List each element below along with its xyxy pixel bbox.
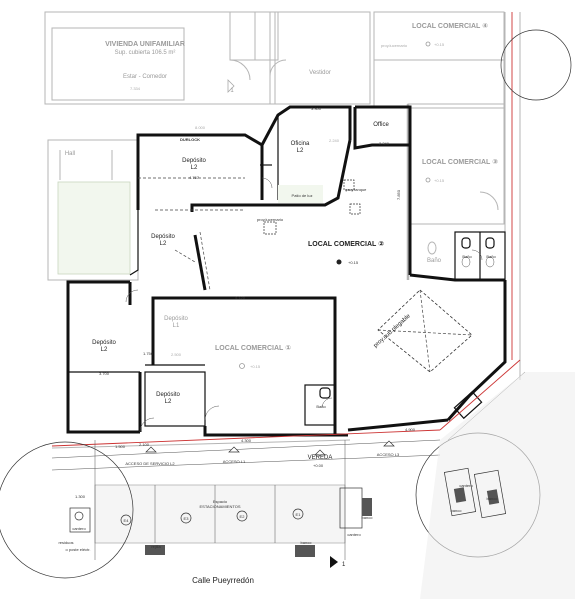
label-banco-c: banco	[487, 496, 499, 501]
room-bano-bottom: Baño	[316, 404, 326, 409]
room-deposito-left-sub: L2	[101, 347, 108, 353]
neighbor-local-3: LOCAL COMERCIAL ③	[422, 159, 498, 166]
label-e3: E3	[184, 516, 190, 521]
label-e4: E4	[124, 518, 130, 523]
label-acceso-servicio: ACCESO DE SERVICIO L2	[125, 461, 175, 466]
neighbor-vivienda-area: Sup. cubierta 106.5 m²	[115, 50, 176, 56]
room-deposito-mid: Depósito	[151, 234, 175, 240]
room-deposito-small-sub: L2	[165, 399, 172, 405]
room-deposito-top: Depósito	[182, 158, 206, 164]
dim-bottom-1: 4.900	[405, 427, 416, 432]
neighbor-buildings	[44, 11, 521, 380]
dim-mid-4: 2.100	[139, 442, 150, 447]
room-bano-b: Baño	[486, 254, 496, 259]
section-mark-top: 1	[230, 88, 234, 94]
level-vereda: +0.00	[313, 463, 324, 468]
room-deposito-l1: Depósito	[164, 316, 188, 322]
room-oficina: Oficina	[291, 141, 310, 147]
section-mark-bottom: 1	[342, 562, 346, 568]
label-poste: o poste eléctr.	[66, 547, 91, 552]
room-patio: Patio de luz	[292, 193, 313, 198]
label-e1: E1	[296, 512, 302, 517]
label-residuos: residuos	[58, 540, 73, 545]
label-espacio: Espacio	[213, 499, 228, 504]
neighbor-hall: Hall	[65, 151, 75, 157]
neighbor-vivienda-title: VIVIENDA UNIFAMILIAR	[105, 41, 185, 48]
level-l3: +0.15	[434, 178, 445, 183]
plan-details	[125, 41, 495, 433]
room-bano-a: Baño	[462, 254, 472, 259]
room-deposito-small: Depósito	[156, 392, 180, 398]
label-proy-lucernario: proy.lucernario	[257, 217, 284, 222]
label-durlock: DURLOCK	[180, 137, 200, 142]
room-deposito-mid-sub: L2	[160, 241, 167, 247]
room-local-2: LOCAL COMERCIAL ②	[308, 241, 384, 248]
dim-top-3: 2.240	[329, 138, 340, 143]
dim-mid-2: 2.500	[171, 352, 182, 357]
street-name: Calle Pueyrredón	[192, 576, 254, 585]
dim-top-2: 3.300	[311, 106, 322, 111]
room-deposito-top-sub: L2	[191, 165, 198, 171]
building-walls	[66, 105, 507, 437]
room-bano-right: Baño	[427, 258, 442, 264]
dim-right-1: 7.850	[396, 189, 401, 200]
dim-office: 2.340	[379, 141, 390, 146]
dim-left-2: 4.767	[189, 175, 200, 180]
label-banco-b: banco	[451, 508, 463, 513]
dim-left-3: 1.750	[143, 351, 154, 356]
neighbor-local-4: LOCAL COMERCIAL ④	[412, 23, 488, 30]
label-estacionamientos: ESTACIONAMIENTOS	[200, 504, 241, 509]
labels: VIVIENDA UNIFAMILIAR Sup. cubierta 106.5…	[58, 23, 498, 585]
neighbor-vestidor: Vestidor	[309, 70, 331, 76]
room-deposito-left: Depósito	[92, 340, 116, 346]
neighbor-estar-comedor: Estar - Comedor	[123, 74, 167, 80]
label-proy-tanque: proy.tanque	[346, 187, 368, 192]
label-cantero-left: cantero	[72, 526, 86, 531]
room-deposito-l1-sub: L1	[173, 323, 180, 329]
dim-top-1: 7.334	[130, 86, 141, 91]
label-acceso-l1: ACCESO L1	[223, 459, 246, 464]
level-l4: +0.15	[434, 42, 445, 47]
level-l1: +0.15	[250, 364, 261, 369]
label-e2: E2	[240, 514, 246, 519]
dim-left-1: 8.000	[195, 125, 206, 130]
dim-mid-3: 4.300	[241, 438, 252, 443]
room-oficina-sub: L2	[297, 148, 304, 154]
label-vereda: VEREDA	[308, 455, 333, 461]
label-cantero-bank: cantero	[459, 483, 473, 488]
label-acceso-l3: ACCESO L3	[377, 452, 400, 457]
sidewalk-street	[0, 29, 575, 599]
dim-bottom-2: 1.500	[115, 444, 126, 449]
neighbor-proy-lucernario: proy.lucernario	[381, 43, 408, 48]
level-l2: +0.15	[348, 260, 359, 265]
dim-bottom-3: 1.300	[75, 494, 86, 499]
room-local-1: LOCAL COMERCIAL ①	[215, 345, 291, 352]
dim-left-4: 3.700	[99, 371, 110, 376]
room-office: Office	[373, 122, 389, 128]
label-cantero-right: cantero	[347, 532, 361, 537]
label-rejilla: rejilla	[151, 544, 161, 549]
dim-mid-1: 4.120	[235, 295, 246, 300]
label-banco-d: banco	[301, 540, 313, 545]
label-banco-a: banco	[362, 515, 374, 520]
